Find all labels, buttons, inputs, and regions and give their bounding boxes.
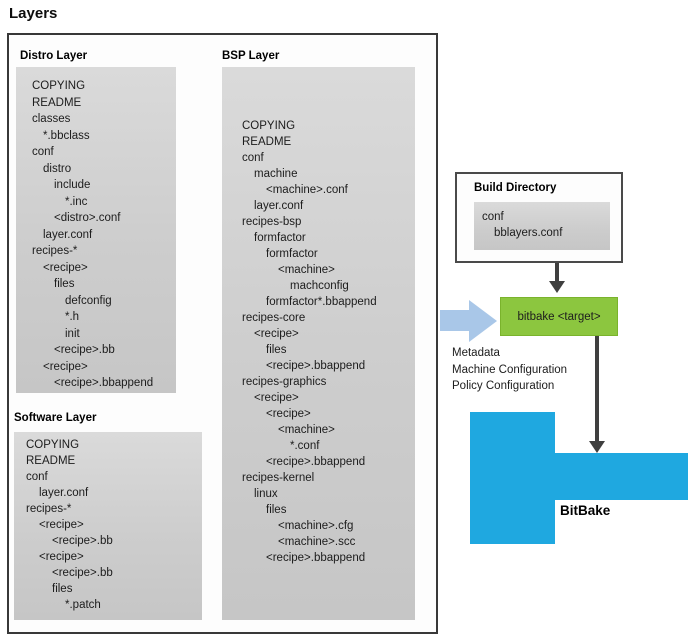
software-layer-label: Software Layer xyxy=(14,412,97,424)
bitbake-engine-shape-horizontal xyxy=(555,453,688,500)
arrow-layers-to-bitbake-head-icon xyxy=(469,300,497,342)
tree-item: layer.conf xyxy=(43,228,93,241)
tree-item: *.bbclass xyxy=(43,129,90,142)
tree-item: <recipe>.bbappend xyxy=(266,456,366,468)
page-title: Layers xyxy=(9,5,58,22)
tree-item: <machine> xyxy=(278,424,335,436)
bitbake-engine-shape-vertical xyxy=(470,412,555,544)
tree-item: formfactor xyxy=(266,248,318,260)
tree-item: conf xyxy=(242,152,264,164)
software-layer-box: COPYING README conf layer.conf recipes-* <rec… xyxy=(14,432,202,620)
tree-item: <recipe>.bb xyxy=(52,567,113,579)
tree-item: recipes-* xyxy=(26,503,72,515)
tree-item: <recipe> xyxy=(43,360,88,373)
tree-item: <machine>.conf xyxy=(266,184,348,196)
tree-item: README xyxy=(26,455,76,467)
bitbake-engine-label: BitBake xyxy=(560,503,611,518)
tree-item: README xyxy=(242,136,292,148)
tree-item: recipes-kernel xyxy=(242,472,315,484)
bitbake-target-box: bitbake <target> xyxy=(500,297,618,336)
tree-item: defconfig xyxy=(65,294,112,307)
tree-item: <machine>.scc xyxy=(278,536,356,548)
tree-item: <recipe>.bb xyxy=(52,535,113,547)
tree-item: <machine> xyxy=(278,264,335,276)
tree-item: machine xyxy=(254,168,298,180)
distro-layer-label: Distro Layer xyxy=(20,50,88,62)
tree-item: files xyxy=(54,278,75,290)
arrow-bitbake-to-engine-head-icon xyxy=(589,441,605,453)
tree-item: <recipe>.bb xyxy=(54,344,115,356)
tree-item: *.patch xyxy=(65,599,101,611)
tree-item: <recipe> xyxy=(254,392,299,404)
tree-item: *.inc xyxy=(65,195,88,208)
arrow-builddir-to-bitbake-head-icon xyxy=(549,281,565,293)
tree-item: recipes-core xyxy=(242,312,306,324)
distro-layer-box: COPYING README classes *.bbclass conf distro i… xyxy=(16,67,176,393)
tree-item: conf xyxy=(26,471,48,483)
tree-item: <recipe>.bbappend xyxy=(54,377,154,389)
inputs-note-line: Metadata xyxy=(452,347,500,359)
inputs-note-line: Policy Configuration xyxy=(452,380,555,392)
tree-item: <distro>.conf xyxy=(54,212,121,224)
bitbake-target-label: bitbake <target> xyxy=(517,310,601,323)
inputs-note-line: Machine Configuration xyxy=(452,363,568,376)
tree-item: distro xyxy=(43,162,72,175)
arrow-layers-to-bitbake-tail xyxy=(440,310,469,331)
build-directory-files-box: conf bblayers.conf xyxy=(474,202,610,250)
arrow-bitbake-to-engine-stem xyxy=(595,336,599,441)
bsp-layer-label: BSP Layer xyxy=(222,50,280,62)
tree-item: formfactor*.bbappend xyxy=(266,296,377,308)
tree-item: conf xyxy=(482,211,504,223)
bsp-layer-box: COPYING README conf machine <machine>.conf la… xyxy=(222,67,415,620)
tree-item: files xyxy=(266,504,287,516)
tree-item: include xyxy=(54,179,91,191)
tree-item: recipes-graphics xyxy=(242,376,327,388)
tree-item: machconfig xyxy=(290,280,349,292)
tree-item: *.conf xyxy=(290,440,320,452)
tree-item: <recipe> xyxy=(254,328,299,340)
tree-item: recipes-* xyxy=(32,245,78,257)
tree-item: files xyxy=(52,583,73,595)
tree-item: <recipe>.bbappend xyxy=(266,552,366,564)
tree-item: classes xyxy=(32,113,71,125)
tree-item: bblayers.conf xyxy=(494,227,563,239)
build-directory-box: Build Directory conf bblayers.conf xyxy=(455,172,623,263)
tree-item: conf xyxy=(32,146,54,158)
tree-item: README xyxy=(32,96,82,109)
tree-item: linux xyxy=(254,488,278,500)
tree-item: init xyxy=(65,327,80,340)
inputs-note: Metadata Machine Configuration Policy Co… xyxy=(452,345,567,395)
tree-item: <recipe> xyxy=(39,551,84,563)
build-directory-label: Build Directory xyxy=(474,182,557,194)
tree-item: formfactor xyxy=(254,232,306,244)
tree-item: files xyxy=(266,344,287,356)
tree-item: COPYING xyxy=(32,80,86,92)
tree-item: <recipe> xyxy=(266,408,311,420)
tree-item: COPYING xyxy=(242,120,296,132)
arrow-builddir-to-bitbake-stem xyxy=(555,263,559,281)
tree-item: <recipe> xyxy=(39,519,84,531)
tree-item: <recipe>.bbappend xyxy=(266,360,366,372)
tree-item: layer.conf xyxy=(254,200,304,212)
tree-item: recipes-bsp xyxy=(242,216,302,228)
tree-item: <machine>.cfg xyxy=(278,520,354,532)
tree-item: *.h xyxy=(65,311,80,323)
tree-item: COPYING xyxy=(26,439,80,451)
tree-item: layer.conf xyxy=(39,487,89,499)
tree-item: <recipe> xyxy=(43,261,88,274)
